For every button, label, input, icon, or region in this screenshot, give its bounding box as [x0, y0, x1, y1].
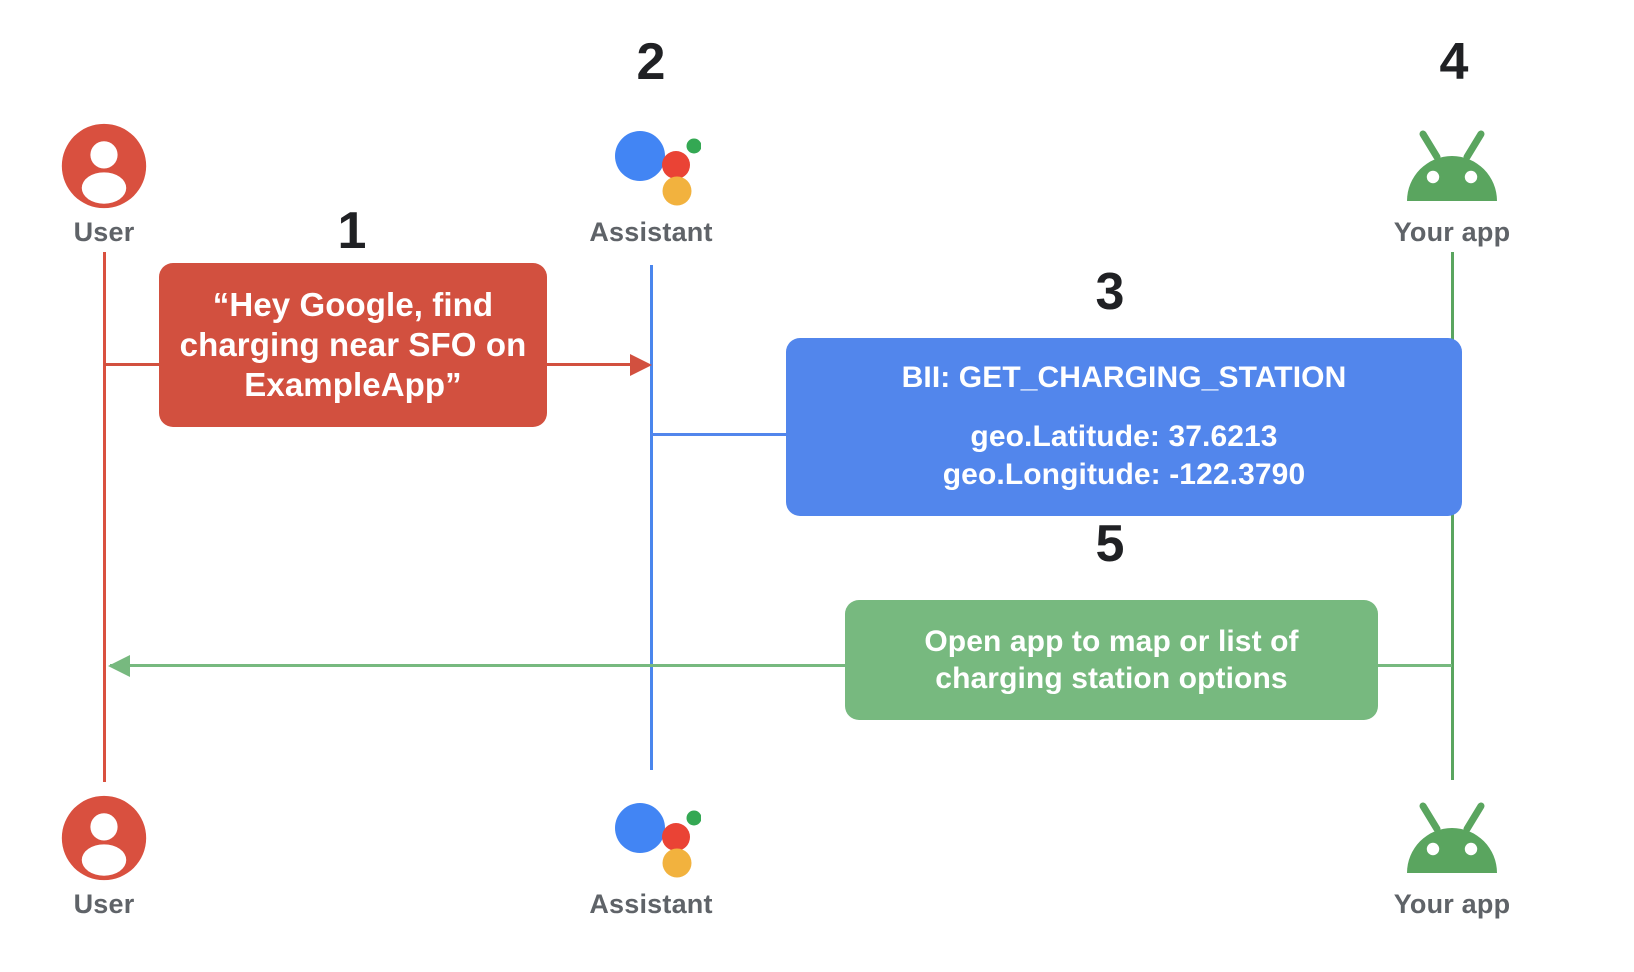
arrowhead-app-to-user: [108, 655, 130, 677]
message-line-3: ExampleApp”: [244, 366, 462, 404]
user-avatar-icon: [4, 790, 204, 886]
actor-label-user-bottom: User: [73, 889, 135, 919]
actor-label-your-app-bottom: Your app: [1393, 889, 1511, 919]
bii-param-latitude: geo.Latitude: 37.6213: [970, 419, 1278, 453]
android-robot-icon: [1352, 790, 1552, 886]
user-avatar-icon: [4, 118, 204, 214]
step-number-5: 5: [1095, 515, 1125, 573]
google-assistant-icon: [551, 118, 751, 214]
arrowhead-user-to-assistant: [630, 354, 652, 376]
arrow-line-app-to-user: [110, 664, 1452, 667]
message-line-2: charging near SFO on: [179, 325, 527, 363]
actor-assistant-top: Assistant: [551, 118, 751, 248]
lifeline-assistant: [650, 265, 653, 770]
bii-param-longitude: geo.Longitude: -122.3790: [942, 458, 1306, 491]
step-number-1: 1: [337, 202, 367, 260]
message-line-1: “Hey Google, find: [212, 285, 494, 323]
actor-your-app-bottom: Your app: [1352, 790, 1552, 920]
actor-label-your-app-top: Your app: [1393, 217, 1511, 247]
message-line-2: charging station options: [935, 662, 1288, 695]
bii-title: BII: GET_CHARGING_STATION: [901, 360, 1347, 394]
actor-user-bottom: User: [4, 790, 204, 920]
step-number-3: 3: [1095, 263, 1125, 321]
message-box-step-1: “Hey Google, find charging near SFO on E…: [159, 263, 547, 427]
actor-assistant-bottom: Assistant: [551, 790, 751, 920]
lifeline-user: [103, 252, 106, 782]
step-number-4: 4: [1439, 33, 1469, 91]
google-assistant-icon: [551, 790, 751, 886]
lifeline-your-app: [1451, 252, 1454, 780]
actor-user-top: User: [4, 118, 204, 248]
android-robot-icon: [1352, 118, 1552, 214]
step-number-2: 2: [636, 33, 666, 91]
actor-label-assistant-top: Assistant: [589, 217, 713, 247]
actor-your-app-top: Your app: [1352, 118, 1552, 248]
message-box-step-3: BII: GET_CHARGING_STATION geo.Latitude: …: [786, 338, 1462, 516]
message-line-1: Open app to map or list of: [924, 624, 1299, 658]
actor-label-user-top: User: [73, 217, 135, 247]
message-box-step-5: Open app to map or list of charging stat…: [845, 600, 1378, 720]
actor-label-assistant-bottom: Assistant: [589, 889, 713, 919]
